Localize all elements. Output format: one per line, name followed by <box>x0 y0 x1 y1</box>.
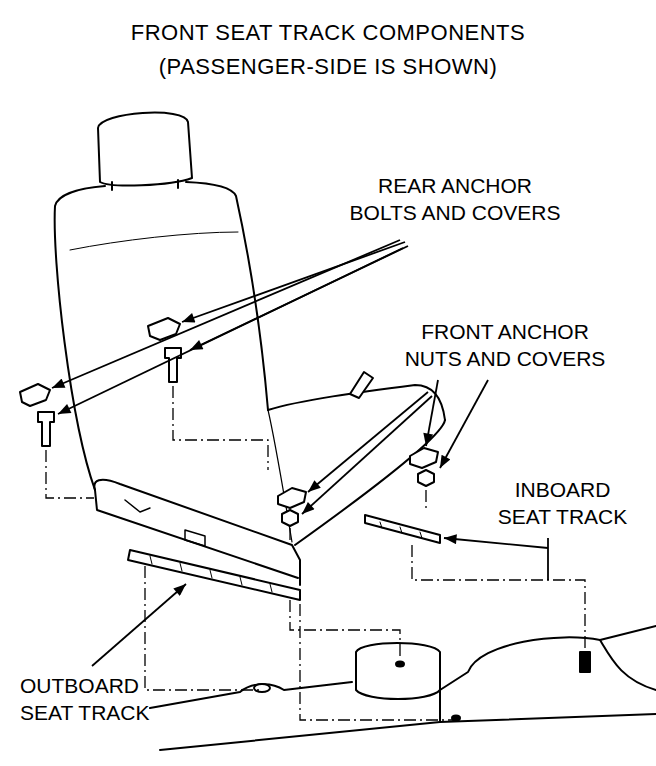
front-anchor-cover <box>278 488 306 508</box>
front-anchor-cover <box>410 448 438 468</box>
floor-stud <box>580 652 590 672</box>
leader-line <box>426 380 438 446</box>
leader-line <box>547 538 549 580</box>
front-anchor-nut <box>418 470 434 486</box>
rear-anchor-bolt <box>165 348 181 382</box>
seatback-seam <box>70 232 238 250</box>
leader-line <box>52 240 400 388</box>
leader-line <box>92 584 186 666</box>
recliner-knob <box>125 500 150 512</box>
floor-bolt-hole <box>396 662 404 667</box>
alignment-line <box>46 450 94 498</box>
label-holder: REAR ANCHOR BOLTS AND COVERS <box>347 172 563 226</box>
leader-line <box>440 380 488 468</box>
alignment-line <box>290 600 400 660</box>
alignment-line <box>289 528 290 540</box>
floor-tunnel <box>600 640 656 690</box>
part-label: FRONT ANCHOR NUTS AND COVERS <box>402 318 608 372</box>
track-detail <box>380 522 422 538</box>
alignment-line <box>145 566 262 690</box>
floor-pan <box>439 690 441 722</box>
floor-riser <box>356 643 440 699</box>
rear-anchor-cover <box>20 384 50 406</box>
part-label: OUTBOARD SEAT TRACK <box>20 672 155 726</box>
leader-line <box>302 396 432 514</box>
part-label: REAR ANCHOR BOLTS AND COVERS <box>347 172 563 226</box>
leader-line <box>444 538 548 548</box>
alignment-line <box>425 490 426 512</box>
floor-tunnel <box>440 626 656 690</box>
front-anchor-nut <box>282 510 298 526</box>
leader-line <box>308 392 428 492</box>
title-holder: FRONT SEAT TRACK COMPONENTS (PASSENGER-S… <box>128 16 528 84</box>
leader-line <box>58 248 403 414</box>
rear-anchor-bolt <box>38 412 54 446</box>
rear-anchor-cover <box>148 318 180 340</box>
leader-line <box>182 242 405 322</box>
floor-bolt-hole <box>254 684 270 692</box>
outboard-track <box>128 550 300 600</box>
part-label: INBOARD SEAT TRACK <box>495 476 630 530</box>
floor-pan <box>150 682 352 708</box>
seat-lever <box>185 530 205 546</box>
track-detail <box>150 556 272 592</box>
headrest <box>98 113 192 186</box>
headrest-post <box>112 180 178 190</box>
buckle <box>350 372 373 398</box>
diagram-title: FRONT SEAT TRACK COMPONENTS (PASSENGER-S… <box>128 16 528 84</box>
label-holder: FRONT ANCHOR NUTS AND COVERS <box>402 318 608 372</box>
alignment-line <box>412 545 585 650</box>
inboard-track <box>365 515 440 543</box>
cushion-outline <box>295 420 445 545</box>
label-holder: OUTBOARD SEAT TRACK <box>20 672 155 726</box>
alignment-line <box>300 604 456 720</box>
alignment-line <box>173 386 268 470</box>
label-holder: INBOARD SEAT TRACK <box>495 476 630 530</box>
seatback-outline <box>55 186 105 490</box>
